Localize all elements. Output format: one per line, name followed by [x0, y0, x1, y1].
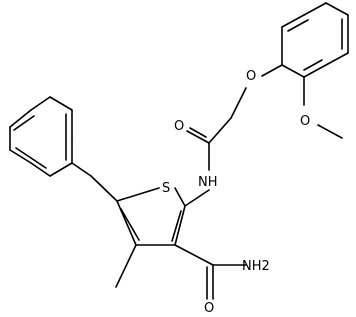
carbonyl-o-double: [189, 127, 207, 138]
methyl-bond: [115, 244, 137, 288]
carbonyl-o-bond: [186, 130, 210, 144]
thiophene-ring: [116, 187, 186, 246]
ether-oxygen-label: O: [246, 69, 256, 84]
carbonyl-oxygen-label: O: [174, 119, 184, 134]
acetamide-ch2-bond: [208, 117, 232, 144]
benzyl-ch2-bond-1: [71, 162, 92, 177]
carboxamide-bond: [174, 244, 214, 266]
thiophene-nh-bond: [184, 189, 210, 207]
carboxamide-oxygen-label: O: [204, 301, 214, 316]
benzyl-ch2-bond-2: [90, 175, 118, 202]
amide-nh-label: NH: [198, 175, 218, 190]
ch2-ether-bond: [230, 87, 247, 119]
ether-aryl-bond: [261, 64, 283, 77]
methoxy-methyl-bond: [317, 124, 343, 139]
ring-sulfur-label: S: [162, 181, 170, 196]
methoxy-oxygen-label: O: [300, 114, 310, 129]
methoxyphenyl-ring: [281, 2, 349, 78]
benzyl-phenyl-ring: [9, 96, 73, 177]
carboxamide-nh2-label: NH2: [242, 259, 270, 274]
